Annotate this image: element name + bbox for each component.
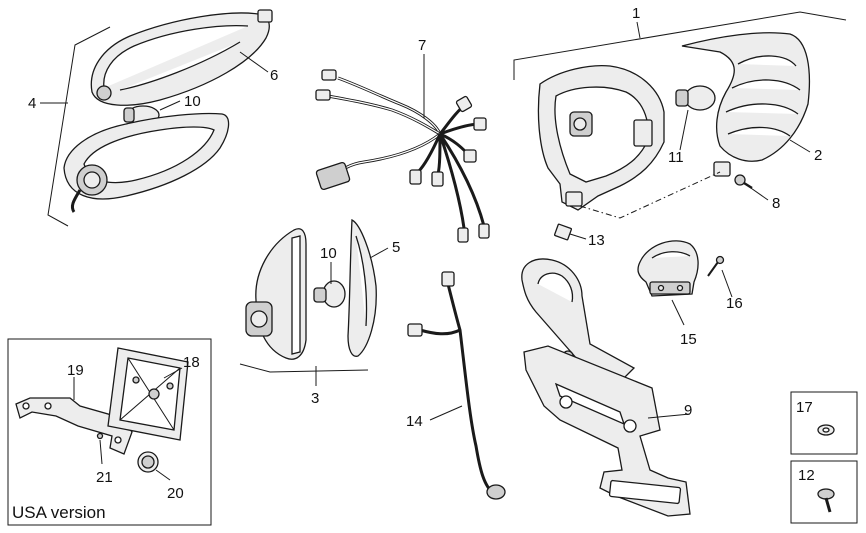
indicator-bulb-lower	[313, 280, 346, 308]
light-base	[649, 281, 691, 295]
usa-bracket	[15, 397, 133, 455]
callout-12: 12	[798, 467, 815, 484]
callout-18: 18	[183, 354, 200, 371]
callout-5: 5	[392, 239, 400, 256]
group-3-bracket	[239, 363, 369, 373]
washer-hole	[822, 427, 830, 433]
rear-light-bulb	[675, 85, 716, 111]
lens-rib	[737, 55, 797, 67]
light-hole	[657, 284, 665, 292]
lens-tab	[713, 161, 731, 177]
callout-21: 21	[96, 469, 113, 486]
lens-rib	[731, 79, 801, 91]
group-1-bracket	[513, 11, 847, 80]
connector	[321, 69, 337, 81]
connector	[407, 323, 423, 337]
usa-screw	[96, 432, 104, 440]
license-plate-holder	[521, 258, 691, 517]
connector	[473, 117, 487, 131]
housing-socket	[70, 164, 108, 213]
callout-4: 4	[28, 95, 36, 112]
bolt-shank	[824, 497, 832, 513]
callout-19: 19	[67, 362, 84, 379]
callout-8: 8	[772, 195, 780, 212]
housing-inner	[83, 126, 215, 184]
light-rim	[651, 251, 691, 259]
main-connector	[315, 161, 351, 191]
callout-14: 14	[406, 413, 423, 430]
lens-rib	[725, 103, 799, 115]
callout-1: 1	[632, 5, 640, 22]
plate-hole	[132, 376, 140, 384]
connector	[409, 169, 422, 185]
screw	[707, 255, 725, 277]
lens-rib	[355, 235, 368, 327]
wire-end	[486, 484, 506, 500]
light-hole	[676, 284, 684, 292]
callout-3: 3	[311, 390, 319, 407]
callout-9: 9	[684, 402, 692, 419]
usa-cap	[137, 451, 159, 473]
connector	[455, 95, 473, 113]
plate-light	[637, 240, 699, 297]
lens-rib	[727, 126, 791, 137]
usa-version-inset	[7, 338, 212, 526]
rear-light-assembly	[513, 11, 847, 241]
callout-13: 13	[588, 232, 605, 249]
bracket-hole	[114, 436, 122, 444]
rear-indicator-group	[239, 218, 377, 373]
assembly-dash-line	[579, 171, 721, 219]
plate-base	[608, 479, 682, 505]
connector	[457, 227, 469, 243]
rear-indicator-socket	[245, 301, 273, 337]
connector	[431, 171, 444, 187]
callout-11: 11	[668, 149, 684, 166]
connector	[478, 223, 490, 239]
inset-17	[790, 391, 858, 455]
callout-15: 15	[680, 331, 697, 348]
callout-10-lower: 10	[320, 245, 337, 262]
bolt-head	[817, 488, 835, 500]
arm-detail	[537, 272, 574, 303]
plate-hole	[148, 388, 160, 400]
plate-hole	[166, 382, 174, 390]
plate-hole	[623, 419, 637, 433]
sensor-wire	[407, 271, 506, 500]
group-4-bracket	[47, 26, 111, 227]
lens-ridge-2	[119, 41, 241, 91]
callout-2: 2	[814, 147, 822, 164]
inset-17-frame	[790, 391, 858, 455]
connector	[315, 89, 331, 101]
bracket-hole	[22, 402, 30, 410]
callout-20: 20	[167, 485, 184, 502]
inset-12	[790, 460, 858, 524]
callout-10-upper: 10	[184, 93, 201, 110]
callout-labels: 1 2 3 4 5 6 7 8 9 10 10 11 12 13 14 15 1…	[12, 5, 822, 522]
lens-tab	[257, 9, 273, 23]
bracket-hole	[44, 402, 52, 410]
socket-hole	[573, 117, 587, 131]
connector	[441, 271, 455, 287]
lens-ridge	[103, 25, 249, 89]
connector	[463, 149, 477, 163]
lens-screw	[96, 85, 112, 101]
leader-lines	[40, 21, 811, 481]
front-indicator-group	[47, 9, 273, 227]
callout-17: 17	[796, 399, 813, 416]
housing-mount	[633, 119, 653, 147]
wiring-harness	[315, 69, 490, 243]
callout-16: 16	[726, 295, 743, 312]
usa-version-label: USA version	[12, 503, 106, 522]
plate-hole	[559, 395, 573, 409]
clip	[554, 223, 572, 241]
housing-rim	[291, 235, 301, 355]
callout-6: 6	[270, 67, 278, 84]
screw	[734, 174, 753, 190]
housing-foot	[565, 191, 583, 207]
callout-7: 7	[418, 37, 426, 54]
